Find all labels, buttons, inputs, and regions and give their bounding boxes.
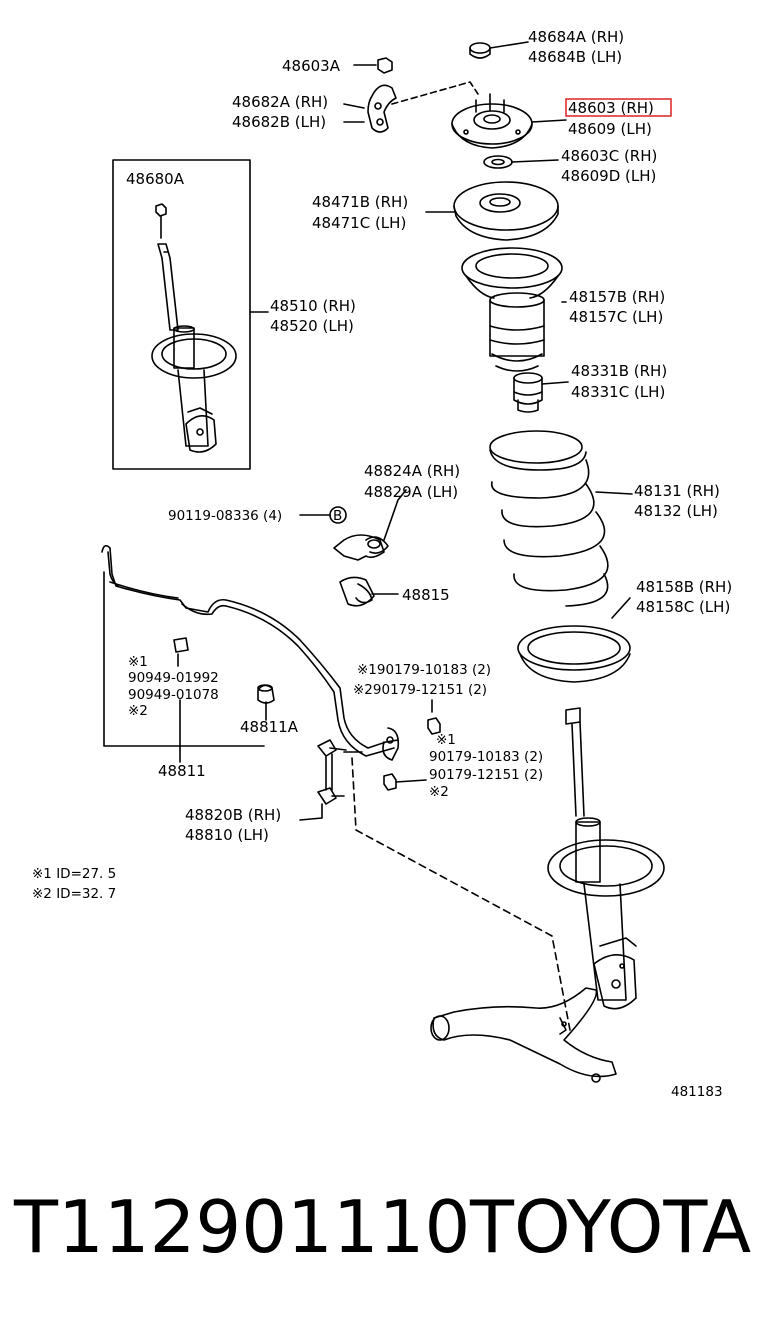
label-48820b[interactable]: 48820B (RH) <box>185 806 281 824</box>
stabilizer-link-drawing <box>299 739 363 821</box>
label-48609[interactable]: 48609 (LH) <box>568 120 652 138</box>
lower-arm-drawing <box>430 987 617 1083</box>
washer-drawing <box>483 155 559 169</box>
label-48682b[interactable]: 48682B (LH) <box>232 113 326 131</box>
label-48158c[interactable]: 48158C (LH) <box>636 598 730 616</box>
label-48684b[interactable]: 48684B (LH) <box>528 48 622 66</box>
strut-cap-drawing <box>469 41 529 59</box>
figure-number: 481183 <box>671 1084 723 1100</box>
label-48132[interactable]: 48132 (LH) <box>634 502 718 520</box>
label-48510[interactable]: 48510 (RH) <box>270 297 356 315</box>
label-48824a[interactable]: 48824A (RH) <box>364 462 460 480</box>
brand-name: TOYOTA <box>470 1185 752 1269</box>
label-48157c[interactable]: 48157C (LH) <box>569 308 663 326</box>
label-48811[interactable]: 48811 <box>158 762 206 780</box>
stabilizer-bracket-drawing <box>299 489 407 561</box>
highlight-box <box>565 98 672 117</box>
bar-nut-drawing <box>173 637 189 667</box>
label-190179-10183[interactable]: ※190179-10183 (2) <box>357 662 491 678</box>
label-290179-12151[interactable]: ※290179-12151 (2) <box>353 682 487 698</box>
nut-drawing <box>353 57 393 74</box>
label-48603c[interactable]: 48603C (RH) <box>561 147 657 165</box>
label-48682a[interactable]: 48682A (RH) <box>232 93 328 111</box>
label-48603a[interactable]: 48603A <box>282 57 341 75</box>
label-48331c[interactable]: 48331C (LH) <box>571 383 665 401</box>
label-48520[interactable]: 48520 (LH) <box>270 317 354 335</box>
upper-support-drawing <box>451 93 567 149</box>
label-90949-01078[interactable]: 90949-01078 <box>128 687 219 703</box>
spring-insulator-drawing <box>517 597 631 683</box>
coil-spring-drawing <box>489 430 633 607</box>
label-48471b[interactable]: 48471B (RH) <box>312 193 408 211</box>
label-48810[interactable]: 48810 (LH) <box>185 826 269 844</box>
strut-assembly-box <box>112 159 269 470</box>
label-90179-10183[interactable]: 90179-10183 (2) <box>429 749 543 765</box>
label-90949-01992[interactable]: 90949-01992 <box>128 670 219 686</box>
label-48609d[interactable]: 48609D (LH) <box>561 167 656 185</box>
label-48158b[interactable]: 48158B (RH) <box>636 578 732 596</box>
label-48829a[interactable]: 48829A (LH) <box>364 483 458 501</box>
label-48811a[interactable]: 48811A <box>240 718 299 736</box>
label-48471c[interactable]: 48471C (LH) <box>312 214 406 232</box>
bump-stopper-drawing <box>513 372 569 413</box>
diagram-drawings <box>101 41 665 1083</box>
label-48331b[interactable]: 48331B (RH) <box>571 362 667 380</box>
note-mark-2a: ※2 <box>128 703 148 719</box>
part-number: T112901110 <box>14 1185 471 1269</box>
label-90179-12151[interactable]: 90179-12151 (2) <box>429 767 543 783</box>
lower-strut-drawing <box>547 707 665 1010</box>
label-48815[interactable]: 48815 <box>402 586 450 604</box>
label-48131[interactable]: 48131 (RH) <box>634 482 720 500</box>
diagram-labels: 48684A (RH) 48684B (LH) 48603A 48682A (R… <box>32 28 732 1100</box>
note-mark-1b: ※1 <box>436 732 456 748</box>
note-mark-2b: ※2 <box>429 784 449 800</box>
bearing-drawing <box>425 181 559 241</box>
label-48680a[interactable]: 48680A <box>126 170 185 188</box>
bump-boot-drawing <box>461 247 567 372</box>
note-id-1: ※1 ID=27. 5 <box>32 866 116 882</box>
label-b-marker: B <box>333 508 342 524</box>
label-48157b[interactable]: 48157B (RH) <box>569 288 665 306</box>
label-48684a[interactable]: 48684A (RH) <box>528 28 624 46</box>
note-id-2: ※2 ID=32. 7 <box>32 886 116 902</box>
note-mark-1a: ※1 <box>128 654 148 670</box>
link-nut-drawing <box>383 699 441 791</box>
bracket-drawing <box>343 81 479 133</box>
label-48603[interactable]: 48603 (RH) <box>568 99 654 117</box>
bar-bushing-drawing <box>257 684 275 721</box>
stabilizer-bar-drawing <box>101 544 400 763</box>
label-90119[interactable]: 90119-08336 (4) <box>168 508 282 524</box>
stabilizer-bushing-drawing <box>339 576 399 607</box>
footer: T112901110 TOYOTA <box>0 1185 760 1295</box>
